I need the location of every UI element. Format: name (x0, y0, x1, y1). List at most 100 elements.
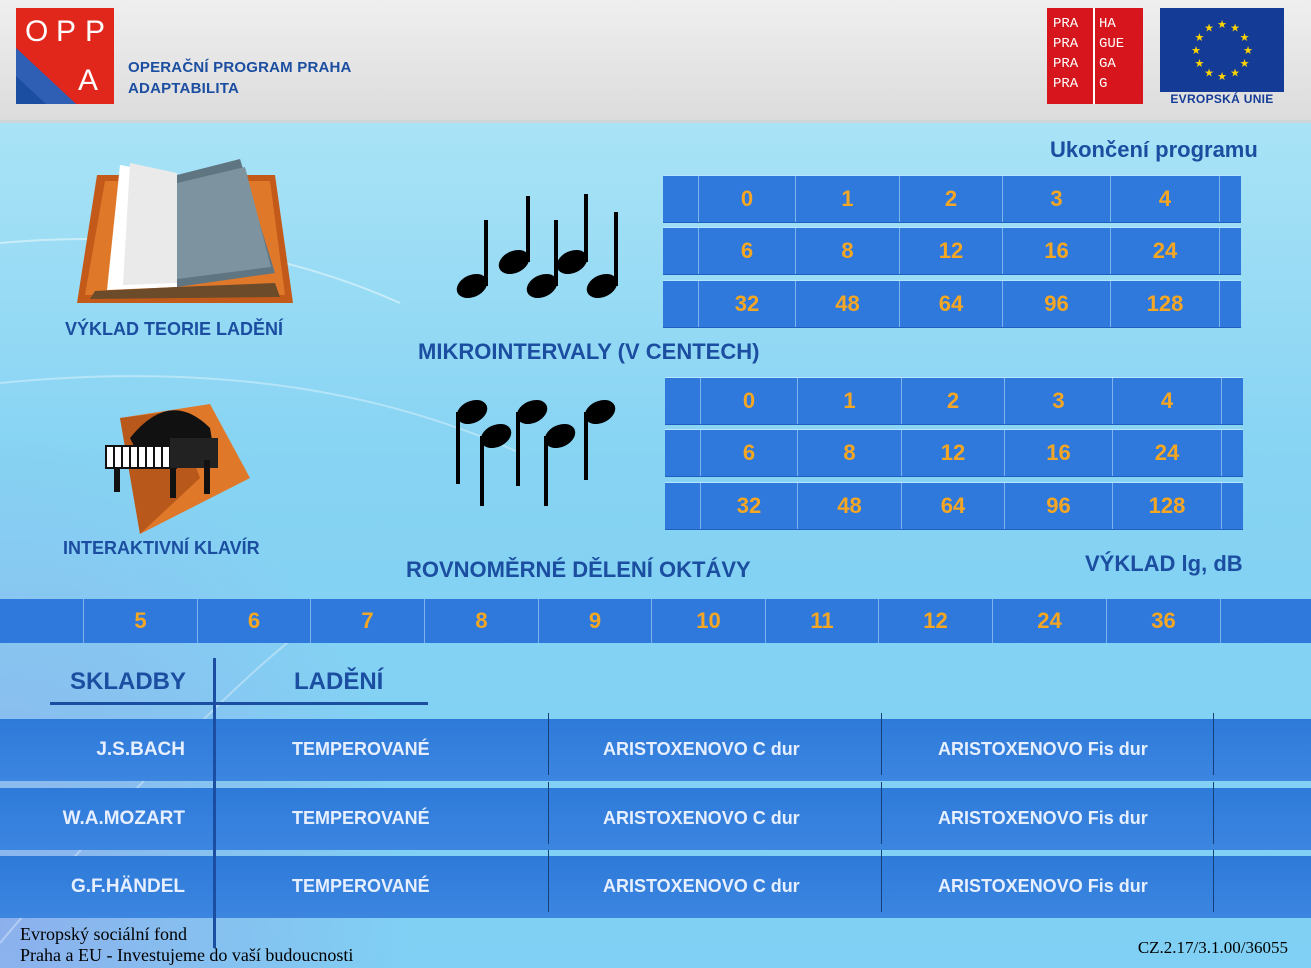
theory-book-button[interactable] (75, 155, 295, 305)
oppa-letter-o: O (25, 15, 51, 48)
eu-star-icon: ★ (1243, 45, 1253, 57)
second-grid-row-spacer (1221, 378, 1243, 424)
microinterval-cell[interactable]: 0 (698, 176, 795, 222)
eu-star-icon: ★ (1195, 32, 1205, 44)
octave-division-cell[interactable]: 8 (424, 599, 538, 643)
octave-division-cell[interactable]: 11 (765, 599, 878, 643)
microinterval-cell[interactable]: 96 (1002, 281, 1110, 327)
second-grid-cell[interactable]: 4 (1112, 378, 1221, 424)
microinterval-cell[interactable]: 2 (899, 176, 1002, 222)
octave-division-cell[interactable]: 12 (878, 599, 992, 643)
eu-star-icon: ★ (1240, 32, 1250, 44)
theory-label[interactable]: VÝKLAD TEORIE LADĚNÍ (65, 319, 284, 339)
oppa-logo: O P P A (16, 8, 114, 104)
microinterval-row-spacer (1219, 228, 1241, 274)
second-grid-cell[interactable]: 128 (1112, 483, 1221, 529)
quarter-notes-stem-down-icon (450, 396, 630, 513)
oppa-program-name: OPERAČNÍ PROGRAM PRAHA ADAPTABILITA (128, 57, 352, 99)
composer-label[interactable]: J.S.BACH (96, 739, 185, 760)
octave-division-cell[interactable]: 36 (1106, 599, 1220, 643)
footer-line-1: Evropský sociální fond (20, 924, 187, 944)
microinterval-cell[interactable]: 16 (1002, 228, 1110, 274)
second-grid-row-spacer (665, 483, 700, 529)
second-grid-cell[interactable]: 3 (1004, 378, 1112, 424)
column-separator (1213, 713, 1214, 775)
eu-star-icon: ★ (1230, 22, 1240, 34)
eu-star-icon: ★ (1217, 19, 1227, 31)
second-grid-cell[interactable]: 1 (797, 378, 901, 424)
oppa-line-1: OPERAČNÍ PROGRAM PRAHA (128, 59, 352, 76)
tuning-option-button[interactable]: ARISTOXENOVO C dur (603, 739, 800, 759)
piano-button[interactable] (100, 398, 252, 536)
column-separator (1213, 850, 1214, 912)
oppa-line-2: ADAPTABILITA (128, 80, 239, 97)
exit-program-button[interactable]: Ukončení programu (1050, 137, 1258, 162)
composer-label[interactable]: G.F.HÄNDEL (71, 876, 185, 897)
octave-division-cell[interactable]: 24 (992, 599, 1106, 643)
octave-division-cell[interactable]: 10 (651, 599, 765, 643)
microinterval-cell[interactable]: 6 (698, 228, 795, 274)
microinterval-cell[interactable]: 128 (1110, 281, 1219, 327)
praha-logo-divider (1093, 8, 1095, 104)
tuning-option-button[interactable]: TEMPEROVANÉ (292, 808, 430, 828)
octave-division-cell[interactable]: 5 (83, 599, 197, 643)
microinterval-cell[interactable]: 48 (795, 281, 899, 327)
praha-logo: PRA PRA PRA PRA HA GUE GA G (1047, 8, 1143, 104)
second-grid-cell[interactable]: 6 (700, 430, 797, 476)
microinterval-cell[interactable]: 4 (1110, 176, 1219, 222)
second-grid-cell[interactable]: 48 (797, 483, 901, 529)
eu-star-icon: ★ (1204, 68, 1214, 80)
second-grid-cell[interactable]: 96 (1004, 483, 1112, 529)
column-separator (548, 850, 549, 912)
tuning-option-button[interactable]: ARISTOXENOVO Fis dur (938, 739, 1148, 759)
octave-division-cell[interactable]: 6 (197, 599, 310, 643)
tuning-option-button[interactable]: TEMPEROVANÉ (292, 739, 430, 759)
second-grid-cell[interactable]: 8 (797, 430, 901, 476)
eu-star-icon: ★ (1204, 22, 1214, 34)
second-grid-cell[interactable]: 16 (1004, 430, 1112, 476)
praha-right-2: GUE (1099, 36, 1125, 52)
column-separator (881, 713, 882, 775)
tuning-option-button[interactable]: ARISTOXENOVO Fis dur (938, 876, 1148, 896)
footer-line-2: Praha a EU - Investujeme do vaší budoucn… (20, 945, 354, 965)
microinterval-cell[interactable]: 8 (795, 228, 899, 274)
eu-star-icon: ★ (1230, 68, 1240, 80)
second-grid-cell[interactable]: 24 (1112, 430, 1221, 476)
praha-left-4: PRA (1053, 76, 1079, 92)
eu-flag-icon: ★★★★★★★★★★★★ (1160, 8, 1284, 92)
microinterval-cell[interactable]: 32 (698, 281, 795, 327)
second-grid-cell[interactable]: 2 (901, 378, 1004, 424)
microinterval-cell[interactable]: 64 (899, 281, 1002, 327)
microinterval-cell[interactable]: 24 (1110, 228, 1219, 274)
tuning-header: LADĚNÍ (294, 668, 384, 695)
grand-piano-icon (105, 404, 250, 534)
oppa-letter-p2: P (85, 15, 106, 48)
second-grid-cell[interactable]: 64 (901, 483, 1004, 529)
tuning-option-button[interactable]: ARISTOXENOVO Fis dur (938, 808, 1148, 828)
microinterval-cell[interactable]: 1 (795, 176, 899, 222)
piano-label[interactable]: INTERAKTIVNÍ KLAVÍR (63, 538, 260, 558)
tuning-option-button[interactable]: ARISTOXENOVO C dur (603, 876, 800, 896)
second-grid-cell[interactable]: 0 (700, 378, 797, 424)
tuning-option-button[interactable]: TEMPEROVANÉ (292, 876, 430, 896)
table-vertical-divider (213, 658, 216, 948)
praha-left-2: PRA (1053, 36, 1079, 52)
octave-division-cell[interactable]: 7 (310, 599, 424, 643)
second-grid-cell[interactable]: 32 (700, 483, 797, 529)
header-underline (50, 702, 428, 705)
oppa-letter-a: A (78, 64, 99, 97)
octave-division-cell[interactable]: 9 (538, 599, 651, 643)
microinterval-row-spacer (663, 228, 698, 274)
microinterval-cell[interactable]: 12 (899, 228, 1002, 274)
second-grid-cell[interactable]: 12 (901, 430, 1004, 476)
lg-db-button[interactable]: VÝKLAD lg, dB (1085, 551, 1243, 576)
composer-label[interactable]: W.A.MOZART (62, 808, 185, 829)
microinterval-cell[interactable]: 3 (1002, 176, 1110, 222)
tuning-option-button[interactable]: ARISTOXENOVO C dur (603, 808, 800, 828)
piece-row: J.S.BACH TEMPEROVANÉ ARISTOXENOVO C dur ARI… (0, 713, 1311, 781)
